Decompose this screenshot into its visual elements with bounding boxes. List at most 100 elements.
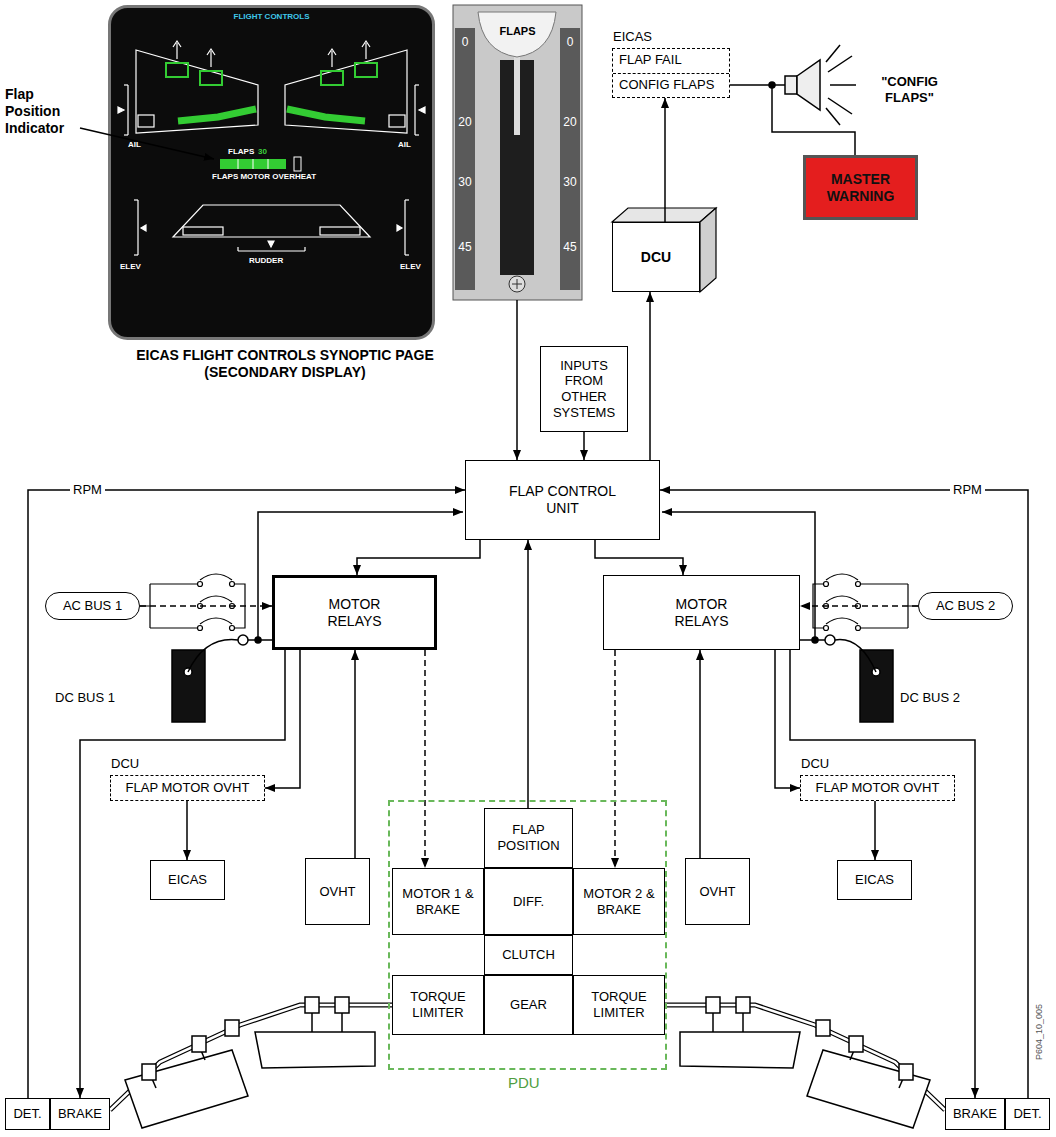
connector [649, 292, 651, 460]
node-text: MOTOR RELAYS [657, 596, 747, 630]
node-text: DCU [111, 756, 139, 772]
annotation-label: EICAS FLIGHT CONTROLS SYNOPTIC PAGE (SEC… [110, 347, 460, 381]
dashed-connector [614, 650, 616, 868]
connector [80, 650, 285, 1098]
brake-box: BRAKE [50, 1098, 110, 1130]
node-text: MOTOR RELAYS [310, 596, 400, 630]
connector [265, 650, 300, 788]
connector [354, 650, 356, 858]
dcu-message-box: DCUFLAP MOTOR OVHT [800, 775, 955, 801]
node-text: 30 [561, 175, 579, 189]
connector [186, 801, 188, 860]
node-text: TORQUE LIMITER [393, 989, 483, 1020]
node-text: FLAPS MOTOR OVERHEAT [212, 173, 316, 181]
connector [527, 540, 529, 808]
speaker-symbol [769, 45, 856, 125]
detector-box: DET. [1005, 1098, 1050, 1130]
connector [874, 801, 876, 860]
flap-lever: FLAPS02030450203045 [453, 5, 582, 300]
connector [775, 650, 800, 788]
pdu-cell: MOTOR 1 & BRAKE [392, 868, 484, 935]
dcu-message-box: DCUFLAP MOTOR OVHT [110, 775, 265, 801]
pdu-region: PDUFLAP POSITIONMOTOR 1 & BRAKEDIFF.MOTO… [388, 800, 667, 1070]
eicas-box: EICAS [837, 860, 912, 900]
sensor-box: OVHT [305, 858, 370, 925]
node-text: BRAKE [58, 1106, 102, 1122]
connector [790, 650, 975, 1098]
node-text: OVHT [699, 884, 735, 900]
node-text: MASTER WARNING [806, 171, 915, 205]
node-text: DIFF. [513, 894, 544, 910]
node-text: CLUTCH [502, 947, 555, 963]
annotation-label: DC BUS 1 [55, 690, 115, 706]
input-box: INPUTS FROM OTHER SYSTEMS [540, 346, 628, 432]
node-text: 30 [456, 175, 474, 189]
connector [583, 432, 585, 460]
node-text: 30 [258, 148, 267, 156]
node-text: FLAP FAIL [613, 49, 729, 73]
node-text: MOTOR 2 & BRAKE [574, 886, 664, 917]
node-text: BRAKE [953, 1106, 997, 1122]
flap-drive-shaft [110, 997, 392, 1128]
node-text: GEAR [510, 997, 547, 1013]
node-text: INPUTS FROM OTHER SYSTEMS [549, 358, 619, 420]
node-text: FLAP MOTOR OVHT [126, 780, 250, 796]
connector [730, 85, 855, 155]
leader-line [80, 128, 214, 159]
node-text: AC BUS 2 [936, 598, 995, 614]
dc-bus-bar [172, 512, 463, 722]
flap-lever-panel [453, 5, 582, 300]
relay-box: MOTOR RELAYS [603, 575, 800, 650]
node-text: TORQUE LIMITER [574, 989, 664, 1020]
node-text: AC BUS 1 [63, 598, 122, 614]
annotation-label: DC BUS 2 [900, 690, 960, 706]
eicas-box: EICAS [150, 860, 225, 900]
brake-box: BRAKE [945, 1098, 1005, 1130]
relay-box: MOTOR RELAYS [272, 575, 437, 650]
signal-label: RPM [70, 482, 105, 498]
detector-box: DET. [5, 1098, 50, 1130]
dashed-connector [800, 605, 918, 607]
node-text: AIL [128, 141, 141, 149]
bus-box: AC BUS 1 [45, 592, 140, 620]
connector [595, 540, 683, 575]
pdu-cell: TORQUE LIMITER [573, 975, 665, 1035]
node-text: EICAS [855, 872, 894, 888]
synoptic-display: FLIGHT CONTROLSAILAILFLAPS30FLAPS MOTOR … [108, 5, 435, 340]
pdu-cell: CLUTCH [484, 935, 573, 975]
node-text: 20 [561, 115, 579, 129]
pdu-cell: FLAP POSITION [484, 808, 573, 868]
node-text: OVHT [319, 884, 355, 900]
node-text: EICAS [613, 29, 652, 45]
circuit-breakers [140, 574, 245, 631]
circuit-breakers [813, 574, 918, 631]
signal-label: RPM [950, 482, 985, 498]
node-text: AIL [398, 141, 411, 149]
connector [699, 650, 701, 858]
node-text: DCU [801, 756, 829, 772]
bus-box: AC BUS 2 [918, 592, 1013, 620]
node-text: EICAS [168, 872, 207, 888]
node-text: DET. [1013, 1106, 1041, 1122]
node-text: DET. [13, 1106, 41, 1122]
node-text: RUDDER [249, 257, 283, 265]
sensor-box: OVHT [685, 858, 750, 925]
node-text: FLAP POSITION [485, 822, 572, 853]
node-text: FLAPS [453, 25, 582, 38]
annotation-label: Flap Position Indicator [5, 86, 77, 136]
connector [664, 98, 666, 222]
node-text: 0 [561, 35, 579, 49]
node-text: FLIGHT CONTROLS [108, 13, 435, 21]
eicas-message-box: EICASFLAP FAILCONFIG FLAPS [612, 48, 730, 98]
master-warning-light: MASTER WARNING [803, 155, 918, 220]
pdu-cell: DIFF. [484, 868, 573, 935]
annotation-label: "CONFIG FLAPS" [862, 74, 957, 105]
synoptic-screen [110, 7, 434, 339]
node-text: PDU [508, 1074, 540, 1092]
node-text: FLAP MOTOR OVHT [816, 780, 940, 796]
node-text: 45 [456, 240, 474, 254]
dashed-connector [140, 605, 272, 607]
dashed-connector [424, 650, 426, 868]
node-text: DCU [641, 249, 671, 266]
